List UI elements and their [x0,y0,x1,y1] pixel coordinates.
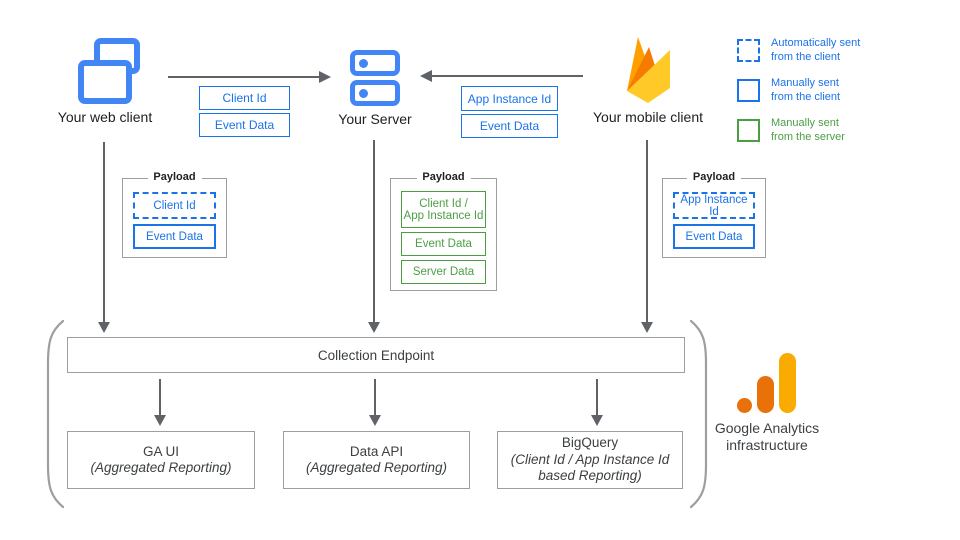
output-subtitle: (Client Id / App Instance Id based Repor… [510,451,670,484]
bracket-right-icon [689,319,708,509]
server-rack-bottom-icon [350,80,400,106]
payload-group-web: Payload Client Id Event Data [122,171,227,258]
legend-swatch-manual-client-icon [737,79,760,102]
flow-field-event-data: Event Data [199,113,290,137]
output-box-bigquery: BigQuery (Client Id / App Instance Id ba… [497,431,683,489]
server-rack-top-icon [350,50,400,76]
payload-title: Payload [686,171,742,183]
payload-field-app-instance-id: App Instance Id [673,192,755,219]
server-label: Your Server [338,111,412,127]
firebase-icon [627,37,670,103]
ga-logo-mid-bar [757,376,774,413]
arrowhead-down-icon [369,415,381,426]
flow-field-client-id: Client Id [199,86,290,110]
arrowhead-down-icon [98,322,110,333]
browser-window-front-icon [78,60,132,104]
payload-field-client-id: Client Id [133,192,216,219]
payload-group-mobile: Payload App Instance Id Event Data [662,171,766,258]
output-title: BigQuery [561,435,619,451]
legend-label-manual-server: Manually sent from the server [771,117,845,143]
arrow-web-to-server [168,76,319,78]
bracket-left-icon [46,319,65,509]
flow-field-app-instance-id: App Instance Id [461,86,558,111]
legend-label-auto-client: Automatically sent from the client [771,37,861,63]
flow-field-event-data: Event Data [461,114,558,138]
arrow-mobile-to-endpoint [646,140,648,324]
legend-swatch-manual-server-icon [737,119,760,142]
arrow-server-to-endpoint [373,140,375,324]
payload-field-client-or-app-id: Client Id / App Instance Id [401,191,486,228]
ga-logo-tall-bar [779,353,796,413]
mobile-client-label: Your mobile client [593,109,703,125]
payload-field-server-data: Server Data [401,260,486,284]
arrow-mobile-to-server [432,75,583,77]
ga-logo-dot [737,398,752,413]
legend-label-manual-client: Manually sent from the client [771,77,841,103]
arrowhead-right-icon [319,71,331,83]
arrow-endpoint-to-gaui [159,379,161,416]
arrow-web-to-endpoint [103,142,105,324]
arrow-endpoint-to-dataapi [374,379,376,416]
web-client-label: Your web client [57,109,153,125]
web-client-icon [78,38,142,108]
output-box-data-api: Data API (Aggregated Reporting) [283,431,470,489]
output-subtitle: (Aggregated Reporting) [90,460,232,475]
server-icon [350,50,400,106]
payload-title: Payload [416,171,471,183]
arrowhead-down-icon [641,322,653,333]
server-led-icon [359,88,368,98]
collection-endpoint-box: Collection Endpoint [67,337,685,373]
arrowhead-down-icon [591,415,603,426]
infrastructure-label: Google Analytics infrastructure [714,420,820,453]
payload-field-event-data: Event Data [401,232,486,256]
arrowhead-left-icon [420,70,432,82]
arrowhead-down-icon [154,415,166,426]
output-subtitle: (Aggregated Reporting) [305,460,448,475]
payload-title: Payload [147,171,202,183]
payload-field-event-data: Event Data [673,224,755,249]
google-analytics-logo-icon [736,348,798,414]
output-title: Data API [349,443,404,459]
output-box-ga-ui: GA UI (Aggregated Reporting) [67,431,255,489]
payload-field-event-data: Event Data [133,224,216,249]
legend-swatch-auto-client-icon [737,39,760,62]
server-led-icon [359,58,368,68]
arrow-endpoint-to-bigquery [596,379,598,416]
payload-group-server: Payload Client Id / App Instance Id Even… [390,171,497,291]
arrowhead-down-icon [368,322,380,333]
output-title: GA UI [142,443,179,459]
